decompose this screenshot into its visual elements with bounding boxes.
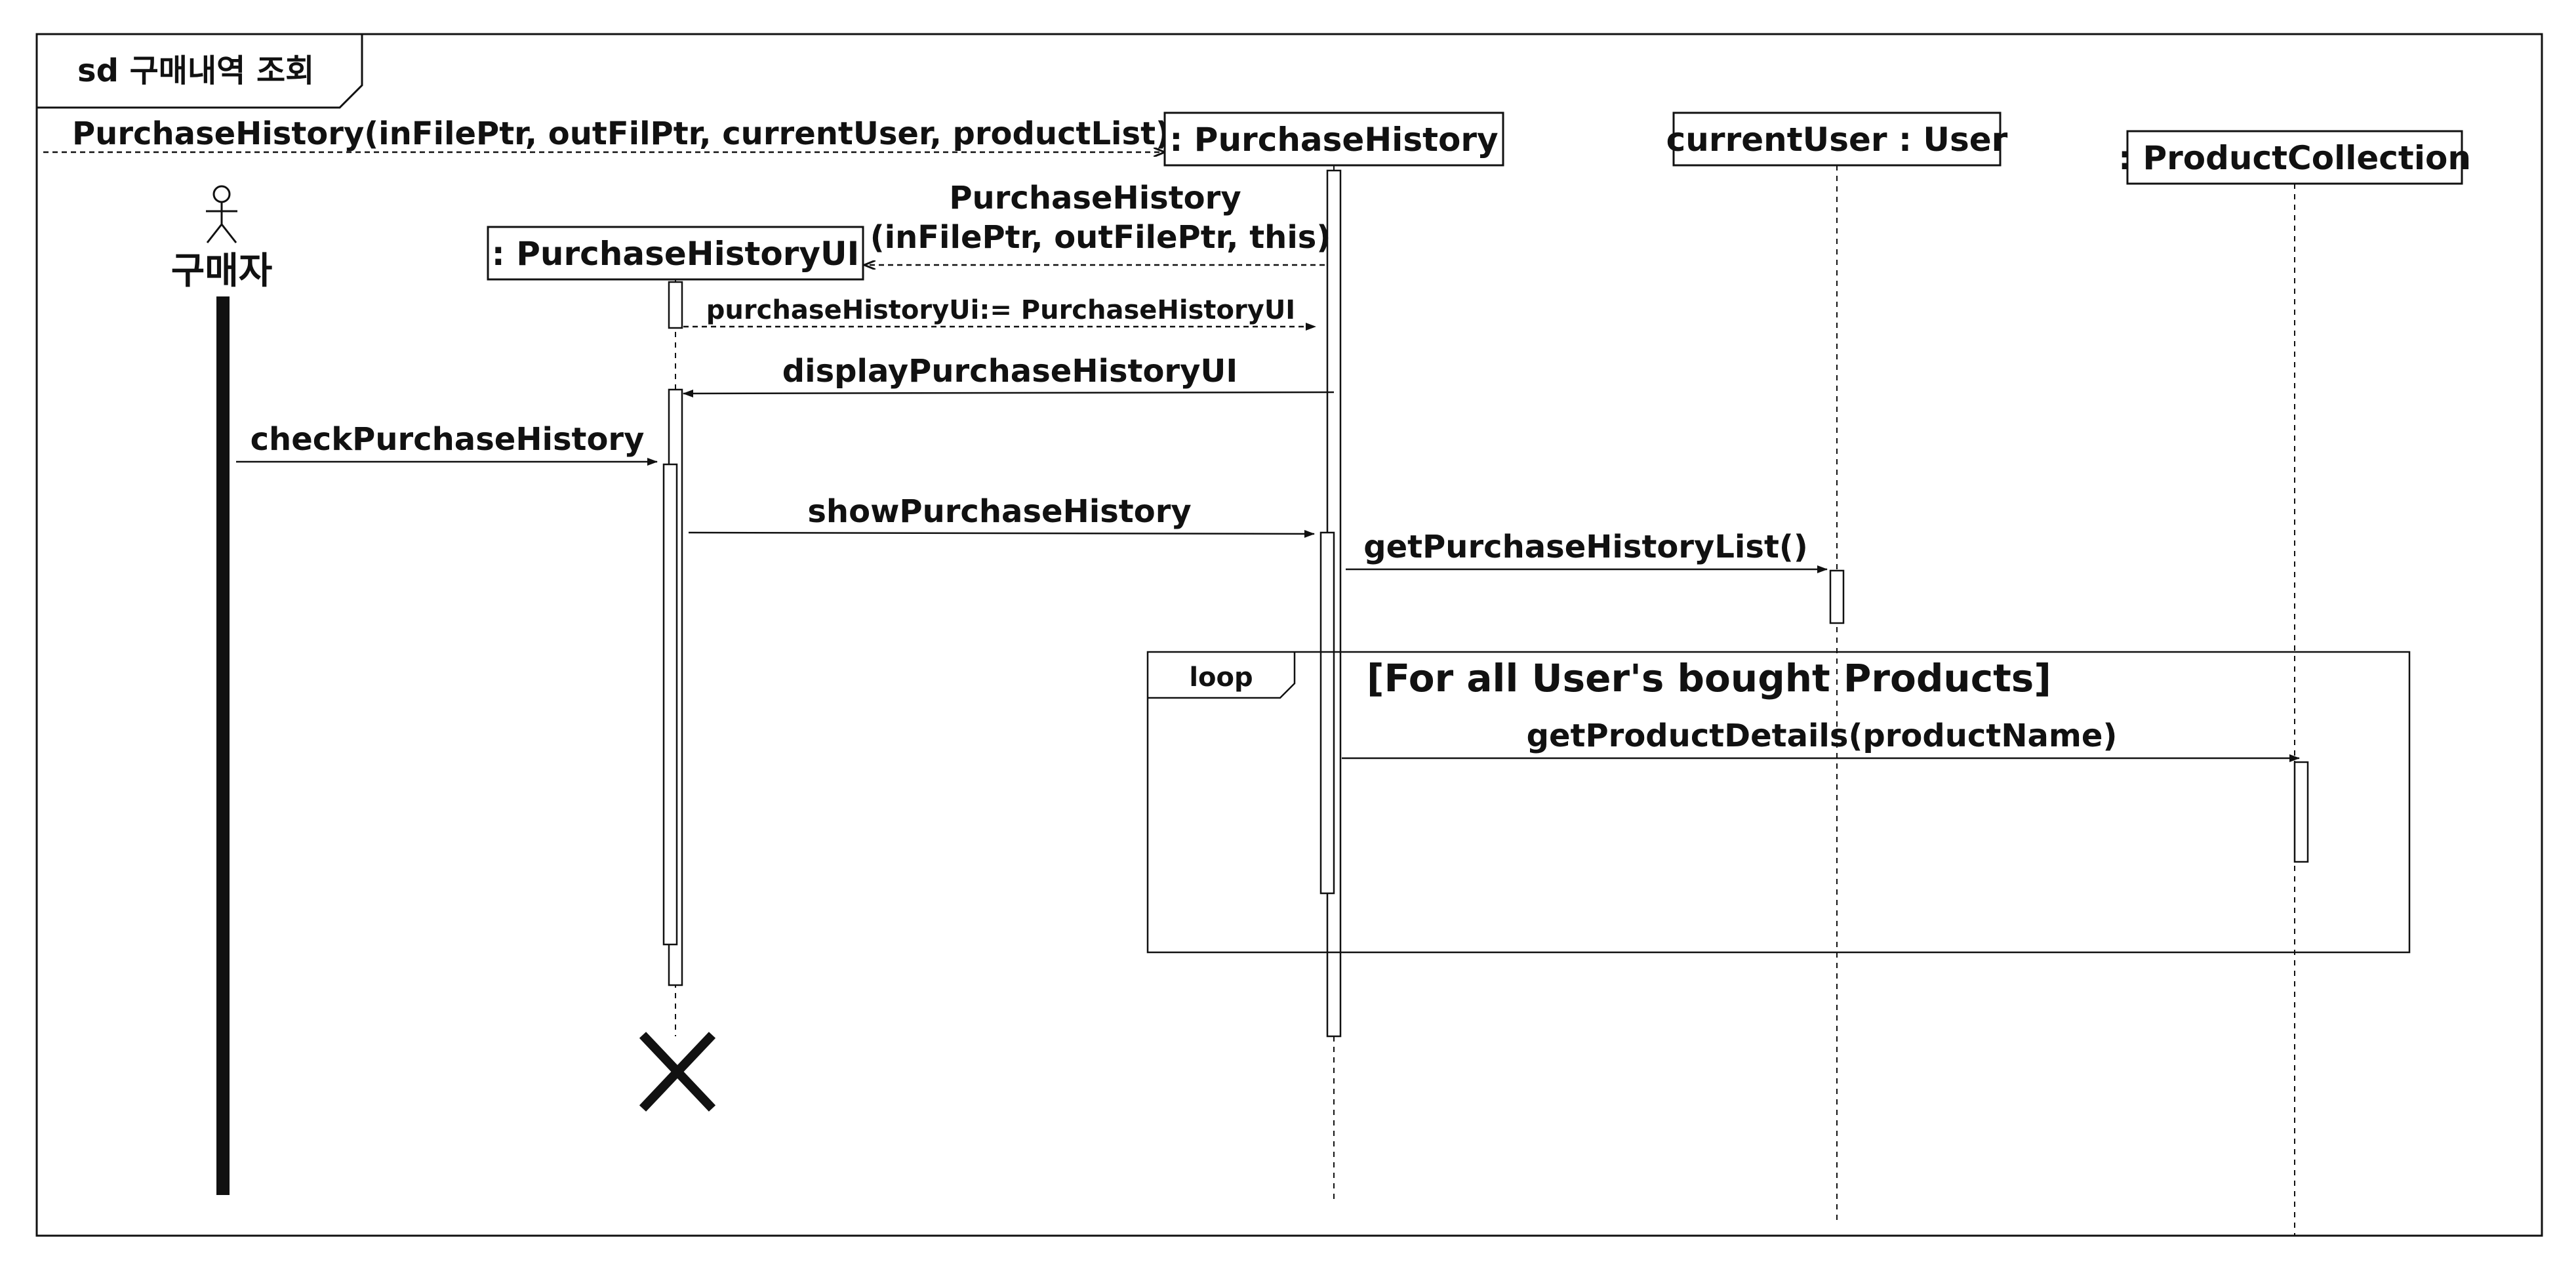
ui-activation-1	[668, 281, 683, 329]
product-collection-activation	[2293, 761, 2309, 863]
sd-frame-label: sd 구매내역 조회	[77, 52, 314, 89]
create-ui-label-line2: (inFilePtr, outFilePtr, this)	[870, 219, 1331, 256]
lifeline-purchase-history-label: : PurchaseHistory	[1169, 121, 1498, 159]
lifeline-product-collection-box	[2126, 130, 2463, 185]
show-history-arrow	[688, 529, 1315, 538]
sd-frame	[35, 33, 2543, 1237]
create-ui-label-line1: PurchaseHistory	[949, 180, 1241, 216]
return-ui-label: purchaseHistoryUi:= PurchaseHistoryUI	[706, 295, 1295, 325]
lifeline-ui-box	[487, 226, 864, 281]
sd-frame-tab	[37, 34, 363, 109]
lifeline-ui-label: : PurchaseHistoryUI	[492, 235, 859, 273]
display-ui-arrow	[683, 389, 1335, 397]
current-user-activation	[1829, 569, 1845, 624]
entry-message-label: PurchaseHistory(inFilePtr, outFilPtr, cu…	[72, 115, 1170, 152]
get-list-label: getPurchaseHistoryList()	[1363, 529, 1808, 565]
loop-fragment-tab	[1148, 652, 1296, 699]
check-history-label: checkPurchaseHistory	[251, 421, 645, 458]
actor-label: 구매자	[171, 250, 273, 293]
loop-fragment	[1146, 651, 2411, 954]
actor-activation-bar	[216, 296, 230, 1195]
show-history-label: showPurchaseHistory	[807, 493, 1191, 530]
lifeline-purchase-history-box	[1163, 111, 1504, 167]
loop-keyword: loop	[1189, 662, 1253, 693]
lifeline-current-user-box	[1672, 111, 2002, 167]
ui-activation-3	[662, 463, 678, 946]
loop-guard: [For all User's bought Products]	[1367, 656, 2051, 700]
actor-figure	[206, 185, 237, 243]
purchase-history-activation-2	[1319, 531, 1335, 895]
lifeline-product-collection-label: : ProductCollection	[2118, 139, 2471, 177]
destroy-marker-icon	[639, 1032, 716, 1112]
get-details-label: getProductDetails(productName)	[1527, 718, 2118, 754]
lifeline-current-user-label: currentUser : User	[1666, 121, 2008, 159]
display-ui-label: displayPurchaseHistoryUI	[782, 353, 1238, 390]
